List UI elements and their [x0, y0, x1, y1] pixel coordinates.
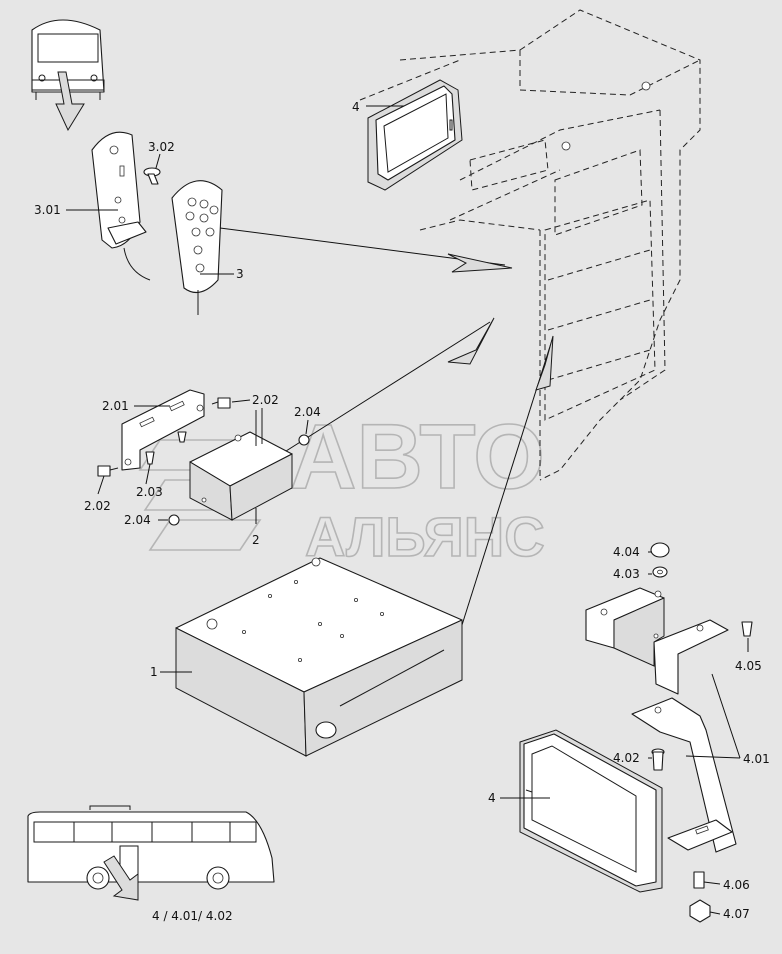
- callout-2-03: 2.03: [136, 485, 163, 499]
- bus-front-pointer-arrow: [55, 71, 85, 132]
- watermark-line-1: АВТО: [290, 406, 545, 508]
- monitor-top: [367, 79, 463, 191]
- callout-2-04-bottom: 2.04: [124, 513, 151, 527]
- leader-lines: [66, 105, 749, 915]
- arrow-head-dvd-player: [535, 335, 554, 391]
- callout-4-mid: 4: [488, 791, 496, 805]
- watermark-line-2: АЛЬЯНС: [305, 505, 545, 568]
- console-knob: [561, 141, 571, 151]
- screw-4-05: [741, 621, 753, 637]
- callout-labels: 4 3.02 3.01 3 2.01 2.02 2.04 2.03 2.02 2…: [34, 100, 770, 923]
- washer-4-03: [652, 566, 668, 578]
- screw-2-02-bottom: [97, 465, 119, 477]
- bus-side-pointer-arrow: [103, 855, 139, 901]
- arrow-head-control-box: [447, 317, 495, 365]
- callout-2-02-top: 2.02: [252, 393, 279, 407]
- callout-4-top: 4: [352, 100, 360, 114]
- nut-2-04-top: [298, 434, 310, 446]
- callout-1: 1: [150, 665, 158, 679]
- screw-4-06: [693, 871, 705, 889]
- bracket-4-01: [585, 587, 737, 853]
- callout-4-07: 4.07: [723, 907, 750, 921]
- screw-4-02: [651, 748, 665, 771]
- assembly-arrows: [219, 227, 554, 626]
- monitor-top-button: [449, 119, 453, 131]
- callout-4-06: 4.06: [723, 878, 750, 892]
- handset: [171, 180, 223, 315]
- callout-3-02: 3.02: [148, 140, 175, 154]
- nut-4-07: [689, 899, 711, 923]
- control-box: [189, 408, 293, 521]
- cap-4-04: [650, 542, 670, 558]
- screw-2-02-top: [211, 397, 231, 409]
- dvd-player: [175, 557, 463, 757]
- callout-4-03: 4.03: [613, 567, 640, 581]
- callout-2-02-bottom: 2.02: [84, 499, 111, 513]
- arrow-head-handset: [447, 253, 513, 273]
- bracket-2-01: [121, 389, 205, 471]
- callout-3: 3: [236, 267, 244, 281]
- dashboard-console: [359, 9, 701, 481]
- nut-2-04-bottom: [168, 514, 180, 526]
- monitor-lower: [519, 729, 663, 893]
- handset-holder: [91, 131, 151, 281]
- screw-2-03-a: [177, 431, 187, 443]
- callout-4-01: 4.01: [743, 752, 770, 766]
- screw-3-02: [143, 167, 161, 185]
- callout-2: 2: [252, 533, 260, 547]
- callout-3-01: 3.01: [34, 203, 61, 217]
- callout-4-04: 4.04: [613, 545, 640, 559]
- callout-4-05: 4.05: [735, 659, 762, 673]
- console-screw-hole: [641, 81, 651, 91]
- screw-2-03-b: [145, 451, 155, 465]
- bus-side-view: [27, 805, 275, 901]
- callout-bus-side: 4 / 4.01/ 4.02: [152, 909, 233, 923]
- bus-front-view: [31, 19, 105, 132]
- callout-2-04-top: 2.04: [294, 405, 321, 419]
- callout-2-01: 2.01: [102, 399, 129, 413]
- callout-4-02: 4.02: [613, 751, 640, 765]
- watermark: АВТО АЛЬЯНС: [138, 405, 546, 569]
